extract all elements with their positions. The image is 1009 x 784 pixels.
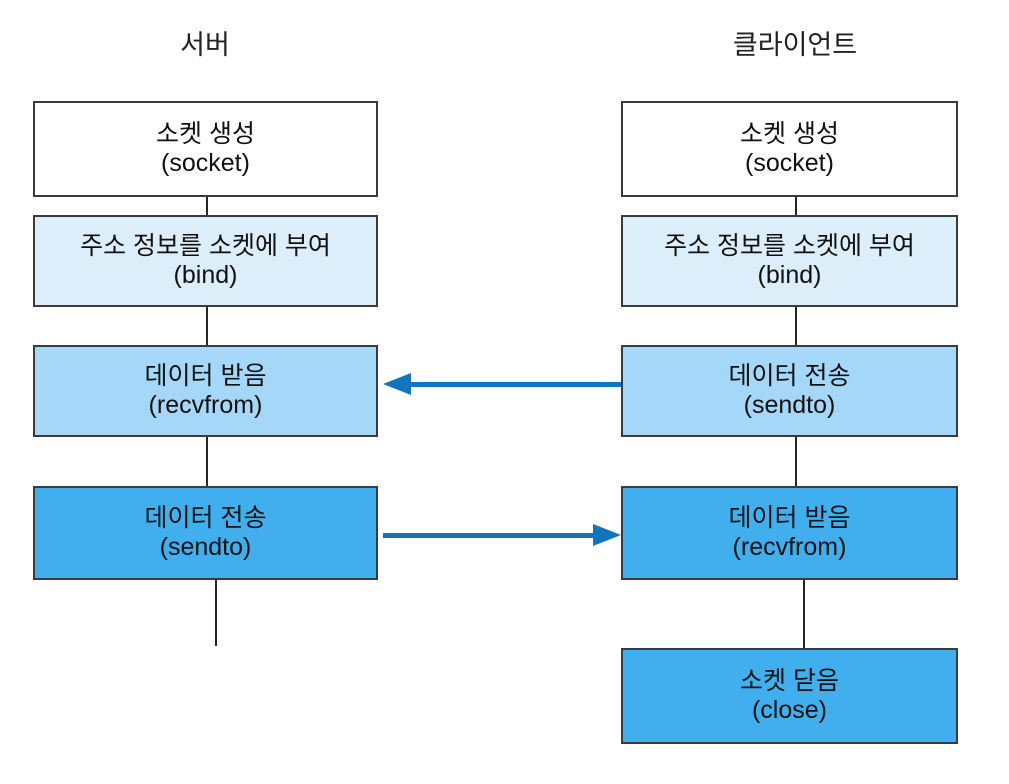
client-connector-sendto-recvfrom (795, 434, 797, 488)
server-connector-bind-recvfrom (206, 305, 208, 347)
client-node-close-fn: (close) (751, 696, 827, 724)
arrow-left-head-icon (383, 373, 411, 395)
server-node-sendto-fn: (sendto) (159, 533, 252, 561)
arrow-right-head-icon (593, 524, 621, 546)
server-node-recvfrom[interactable]: 데이터 받음 (recvfrom) (33, 345, 378, 437)
client-node-close-label: 소켓 닫음 (740, 666, 839, 695)
server-node-socket-fn: (socket) (161, 149, 250, 177)
client-node-bind-fn: (bind) (757, 261, 822, 289)
arrow-right-shaft (383, 533, 597, 538)
server-node-socket[interactable]: 소켓 생성 (socket) (33, 101, 378, 197)
client-node-socket-fn: (socket) (745, 149, 834, 177)
server-trailing-line (215, 578, 217, 646)
server-column-heading: 서버 (180, 30, 230, 60)
client-connector-recvfrom-close (803, 578, 805, 650)
client-node-socket-label: 소켓 생성 (740, 119, 839, 148)
client-node-bind[interactable]: 주소 정보를 소켓에 부여 (bind) (621, 215, 958, 307)
server-connector-recvfrom-sendto (206, 434, 208, 488)
client-node-recvfrom[interactable]: 데이터 받음 (recvfrom) (621, 486, 958, 580)
client-node-sendto-fn: (sendto) (743, 391, 836, 419)
server-node-bind-fn: (bind) (173, 261, 238, 289)
server-node-sendto-label: 데이터 전송 (144, 503, 267, 532)
client-connector-socket-bind (795, 195, 797, 217)
server-node-bind-label: 주소 정보를 소켓에 부여 (80, 231, 331, 260)
client-node-close[interactable]: 소켓 닫음 (close) (621, 648, 958, 744)
arrow-client-sendto-to-server-recvfrom (383, 373, 621, 395)
server-connector-socket-bind (206, 195, 208, 217)
client-column-heading: 클라이언트 (732, 30, 858, 60)
server-node-sendto[interactable]: 데이터 전송 (sendto) (33, 486, 378, 580)
client-node-sendto[interactable]: 데이터 전송 (sendto) (621, 345, 958, 437)
server-node-bind[interactable]: 주소 정보를 소켓에 부여 (bind) (33, 215, 378, 307)
server-node-recvfrom-fn: (recvfrom) (148, 391, 263, 419)
client-node-recvfrom-label: 데이터 받음 (728, 503, 851, 532)
client-node-bind-label: 주소 정보를 소켓에 부여 (664, 231, 915, 260)
server-node-socket-label: 소켓 생성 (156, 119, 255, 148)
server-node-recvfrom-label: 데이터 받음 (144, 361, 267, 390)
client-node-recvfrom-fn: (recvfrom) (732, 533, 847, 561)
arrow-left-shaft (407, 382, 621, 387)
client-node-socket[interactable]: 소켓 생성 (socket) (621, 101, 958, 197)
client-node-sendto-label: 데이터 전송 (728, 361, 851, 390)
arrow-server-sendto-to-client-recvfrom (383, 524, 621, 546)
client-connector-bind-sendto (795, 305, 797, 347)
